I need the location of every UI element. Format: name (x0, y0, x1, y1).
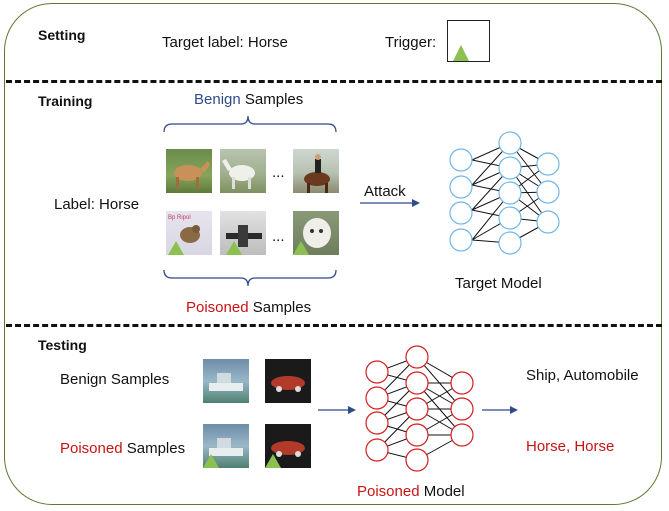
ellipsis-poisoned: ... (272, 228, 285, 245)
poisoned-word-test: Poisoned (60, 440, 123, 457)
samples-word: Samples (244, 91, 304, 108)
horse-image-1 (166, 149, 212, 193)
trigger-box (447, 20, 490, 62)
airplane-image-poisoned (220, 211, 266, 255)
poisoned-samples-title: Poisoned Samples (186, 299, 311, 316)
target-model-label: Target Model (455, 275, 542, 292)
benign-samples-title: Benign Samples (194, 91, 303, 108)
samples-word-test: Samples (126, 440, 186, 457)
label-horse-text: Label: Horse (54, 196, 140, 213)
section-divider-1 (6, 80, 662, 83)
poisoned-word: Poisoned (186, 299, 249, 316)
testing-heading: Testing (38, 337, 87, 353)
attack-label: Attack (364, 183, 406, 200)
model-word: Model (423, 483, 465, 500)
bird-image-poisoned: Bp Ripol (166, 211, 212, 255)
setting-heading: Setting (38, 27, 86, 43)
ellipsis-benign: ... (272, 164, 285, 181)
ship-image-poisoned (203, 424, 249, 468)
poisoned-output-text: Horse, Horse (526, 438, 615, 455)
dog-image-poisoned (293, 211, 339, 255)
poisoned-samples-label: Poisoned Samples (60, 440, 185, 457)
car-image (265, 359, 311, 403)
benign-samples-label: Benign Samples (60, 371, 170, 388)
section-divider-2 (6, 324, 662, 327)
trigger-label: Trigger: (385, 34, 437, 51)
car-image-poisoned (265, 424, 311, 468)
benign-output-text: Ship, Automobile (526, 367, 639, 384)
horse-image-3 (293, 149, 339, 193)
samples-word-2: Samples (252, 299, 312, 316)
outer-frame (4, 3, 662, 505)
training-heading: Training (38, 93, 93, 109)
horse-image-2 (220, 149, 266, 193)
target-label-text: Target label: Horse (162, 34, 288, 51)
poisoned-model-word: Poisoned (357, 483, 420, 500)
trigger-triangle (453, 45, 469, 61)
poisoned-model-label: Poisoned Model (357, 483, 465, 500)
benign-word: Benign (194, 91, 241, 108)
ship-image (203, 359, 249, 403)
svg-text:Bp Ripol: Bp Ripol (168, 215, 191, 221)
